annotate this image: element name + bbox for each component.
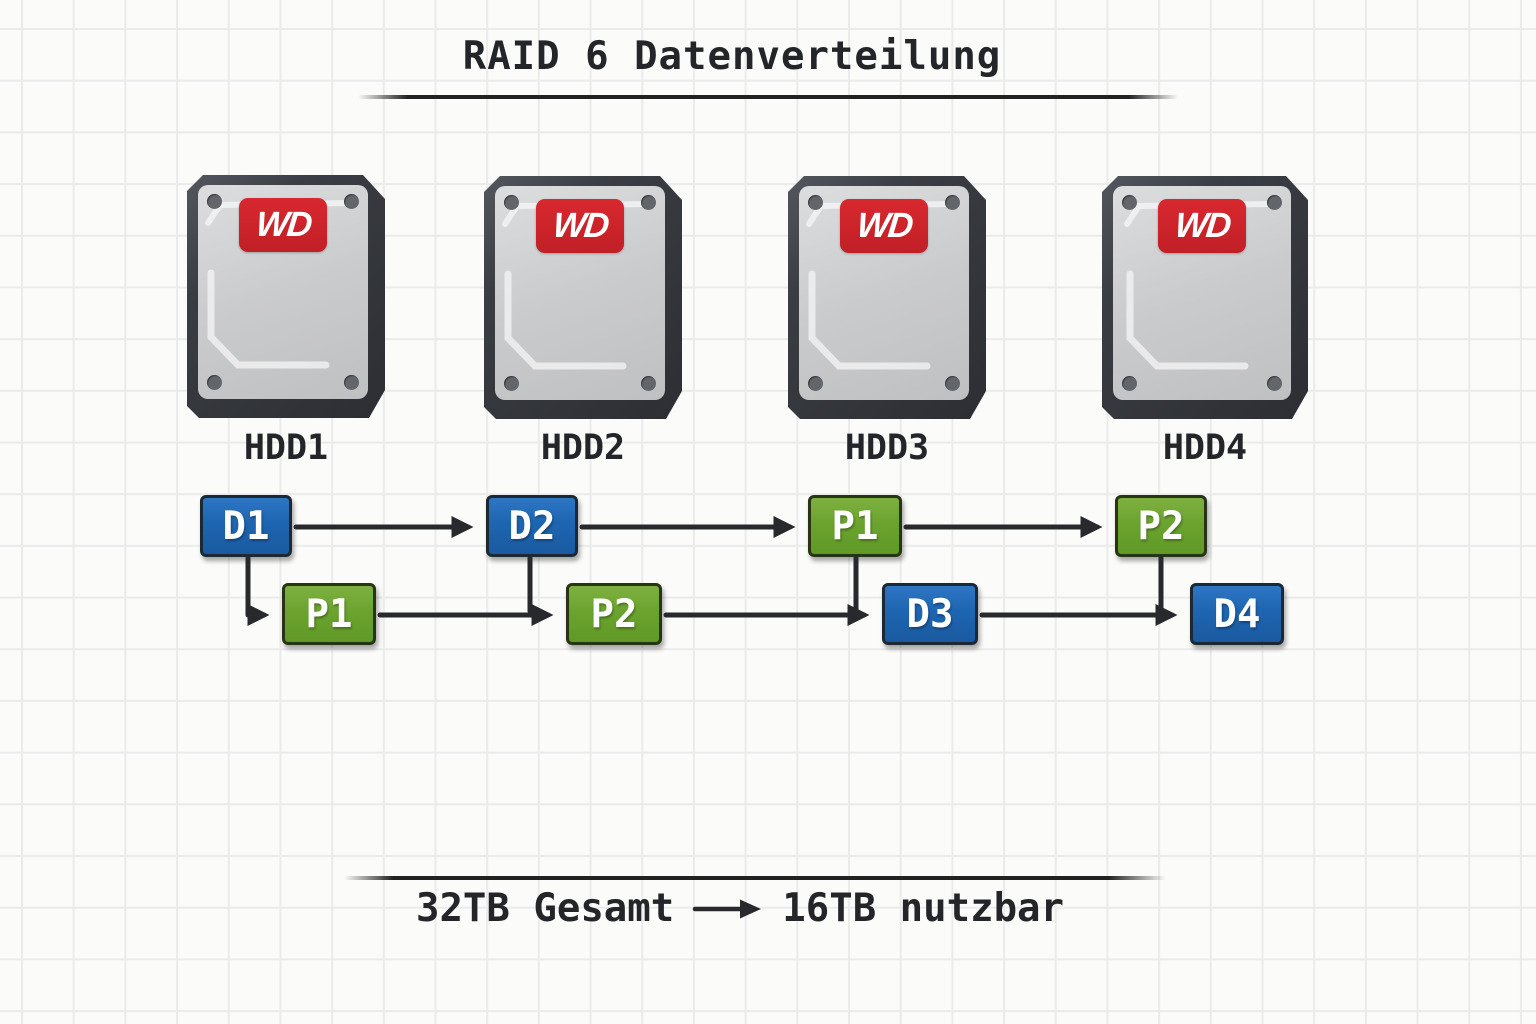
screw-icon xyxy=(1122,195,1137,210)
drive-label-hdd2: HDD2 xyxy=(540,428,626,468)
screw-icon xyxy=(207,375,222,390)
screw-icon xyxy=(1267,195,1282,210)
drive-face: WD xyxy=(198,185,368,399)
block-p1-row1: P1 xyxy=(808,495,902,557)
screw-icon xyxy=(1267,376,1282,391)
drive-label-hdd1: HDD1 xyxy=(243,428,329,468)
screw-icon xyxy=(207,194,222,209)
block-d4: D4 xyxy=(1190,583,1284,645)
screw-icon xyxy=(344,194,359,209)
wd-logo: WD xyxy=(1158,199,1246,253)
wd-logo: WD xyxy=(536,199,624,253)
hdd-drive-1: WD xyxy=(187,175,385,418)
block-d3: D3 xyxy=(882,583,978,645)
block-p2-row1: P2 xyxy=(1115,495,1207,557)
screw-icon xyxy=(808,195,823,210)
screw-icon xyxy=(641,195,656,210)
title-underline xyxy=(358,95,1178,99)
right-arrow-icon xyxy=(693,899,762,918)
drive-face: WD xyxy=(1113,186,1291,400)
screw-icon xyxy=(945,195,960,210)
block-p2-row2: P2 xyxy=(566,583,662,645)
wd-logo: WD xyxy=(840,199,928,253)
wd-logo-text: WD xyxy=(550,206,610,245)
wd-logo: WD xyxy=(239,198,327,252)
page-title: RAID 6 Datenverteilung xyxy=(462,34,1002,79)
screw-icon xyxy=(945,376,960,391)
wd-logo-text: WD xyxy=(854,206,914,245)
drive-face: WD xyxy=(495,186,665,400)
screw-icon xyxy=(344,375,359,390)
screw-icon xyxy=(1122,376,1137,391)
drive-face: WD xyxy=(799,186,969,400)
screw-icon xyxy=(504,376,519,391)
screw-icon xyxy=(504,195,519,210)
wd-logo-text: WD xyxy=(253,205,313,244)
screw-icon xyxy=(641,376,656,391)
screw-icon xyxy=(808,376,823,391)
total-capacity-label: 32TB Gesamt xyxy=(415,886,675,931)
drive-label-hdd3: HDD3 xyxy=(844,428,930,468)
summary-divider xyxy=(344,876,1166,880)
drive-label-hdd4: HDD4 xyxy=(1162,428,1248,468)
usable-capacity-label: 16TB nutzbar xyxy=(782,886,1065,931)
block-d2: D2 xyxy=(486,495,578,557)
wd-logo-text: WD xyxy=(1172,206,1232,245)
hdd-drive-4: WD xyxy=(1102,176,1308,419)
hdd-drive-3: WD xyxy=(788,176,986,419)
block-d1: D1 xyxy=(200,495,292,557)
hdd-drive-2: WD xyxy=(484,176,682,419)
block-p1-row2: P1 xyxy=(282,583,376,645)
capacity-summary: 32TB Gesamt 16TB nutzbar xyxy=(0,886,1480,931)
